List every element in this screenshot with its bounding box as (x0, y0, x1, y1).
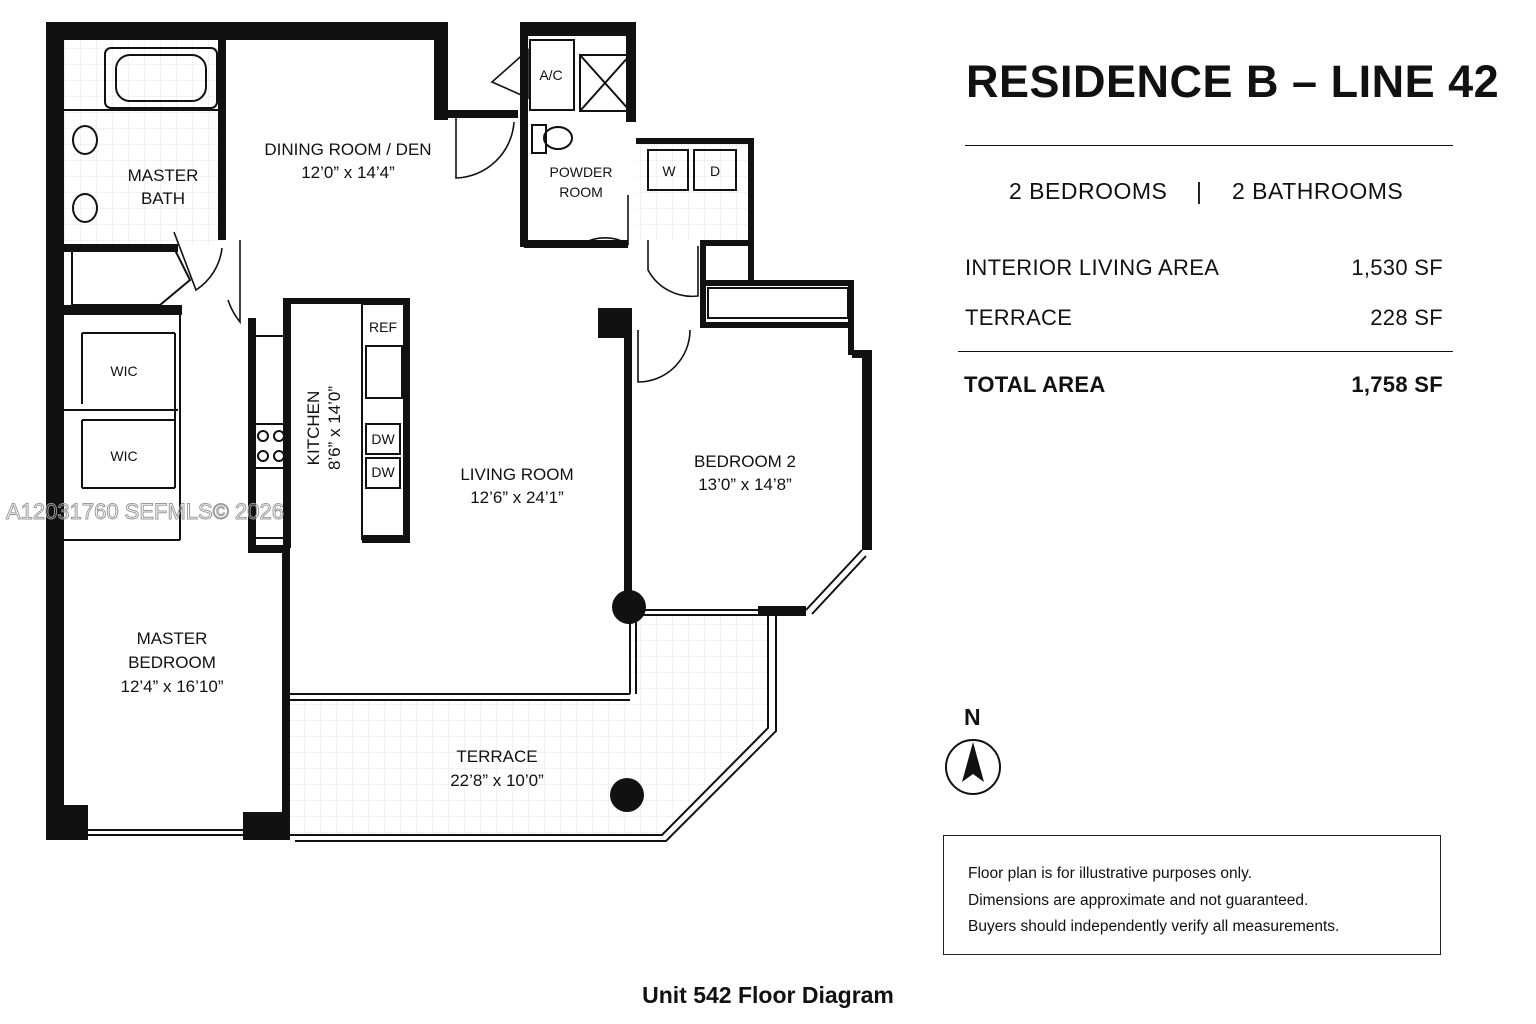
dining-room-name: DINING ROOM / DEN (264, 140, 431, 159)
column (612, 590, 646, 624)
master-bedroom-name-2: BEDROOM (128, 653, 216, 672)
walk-in-closet-label-2: WIC (110, 448, 137, 464)
total-divider (958, 351, 1453, 352)
dining-room-size: 12’0” x 14’4” (301, 163, 395, 182)
master-bedroom-name-1: MASTER (137, 629, 208, 648)
master-bath-floor (64, 40, 224, 245)
master-bath-name-1: MASTER (128, 166, 199, 185)
kitchen-size: 8’6” x 14’0” (325, 386, 344, 470)
terrace-name: TERRACE (456, 747, 537, 766)
summary-separator: | (1196, 178, 1203, 204)
bedroom-count: 2 BEDROOMS (1009, 178, 1168, 204)
terrace-size: 22’8” x 10’0” (450, 771, 544, 790)
master-bedroom-size: 12’4” x 16’10” (120, 677, 223, 696)
north-compass-icon (945, 739, 1001, 795)
disclaimer-line: Dimensions are approximate and not guara… (968, 891, 1309, 909)
thin-lines (64, 39, 867, 842)
kitchen-name: KITCHEN (304, 391, 323, 466)
walls (46, 22, 872, 840)
bathroom-count: 2 BATHROOMS (1232, 178, 1404, 204)
title-divider (965, 145, 1453, 146)
residence-title: RESIDENCE B – LINE 42 (966, 56, 1500, 107)
powder-room-name-1: POWDER (550, 164, 613, 180)
bedroom-2-size: 13’0” x 14’8” (698, 475, 792, 494)
terrace-floor (290, 700, 630, 835)
disclaimer-line: Buyers should independently verify all m… (968, 918, 1340, 935)
terrace-area-value: 228 SF (1370, 305, 1443, 330)
living-room-size: 12’6” x 24’1” (470, 488, 564, 507)
diagram-caption: Unit 542 Floor Diagram (642, 982, 894, 1008)
interior-area-label: INTERIOR LIVING AREA (965, 255, 1220, 280)
walk-in-closet-label-1: WIC (110, 363, 137, 379)
interior-area-value: 1,530 SF (1351, 255, 1443, 280)
washer-label: W (662, 163, 676, 179)
column (610, 778, 644, 812)
bedroom-2-name: BEDROOM 2 (694, 452, 796, 471)
terrace-floor-east (630, 615, 768, 835)
dishwasher-label-2: DW (371, 464, 395, 480)
dishwasher-label-1: DW (371, 431, 395, 447)
master-bath-name-2: BATH (141, 189, 185, 208)
ac-label: A/C (539, 67, 562, 83)
dryer-label: D (710, 163, 720, 179)
disclaimer-box: Floor plan is for illustrative purposes … (943, 835, 1441, 955)
compass-north-label: N (964, 704, 981, 730)
terrace-area-label: TERRACE (965, 305, 1073, 330)
total-area-label: TOTAL AREA (964, 372, 1106, 397)
powder-room-name-2: ROOM (559, 184, 603, 200)
total-area-value: 1,758 SF (1351, 372, 1443, 397)
refrigerator-label: REF (369, 319, 397, 335)
disclaimer-line: Floor plan is for illustrative purposes … (968, 865, 1253, 882)
doors (173, 48, 699, 383)
living-room-name: LIVING ROOM (460, 465, 573, 484)
watermark: A12031760 SEFMLS© 2026 (6, 499, 284, 524)
